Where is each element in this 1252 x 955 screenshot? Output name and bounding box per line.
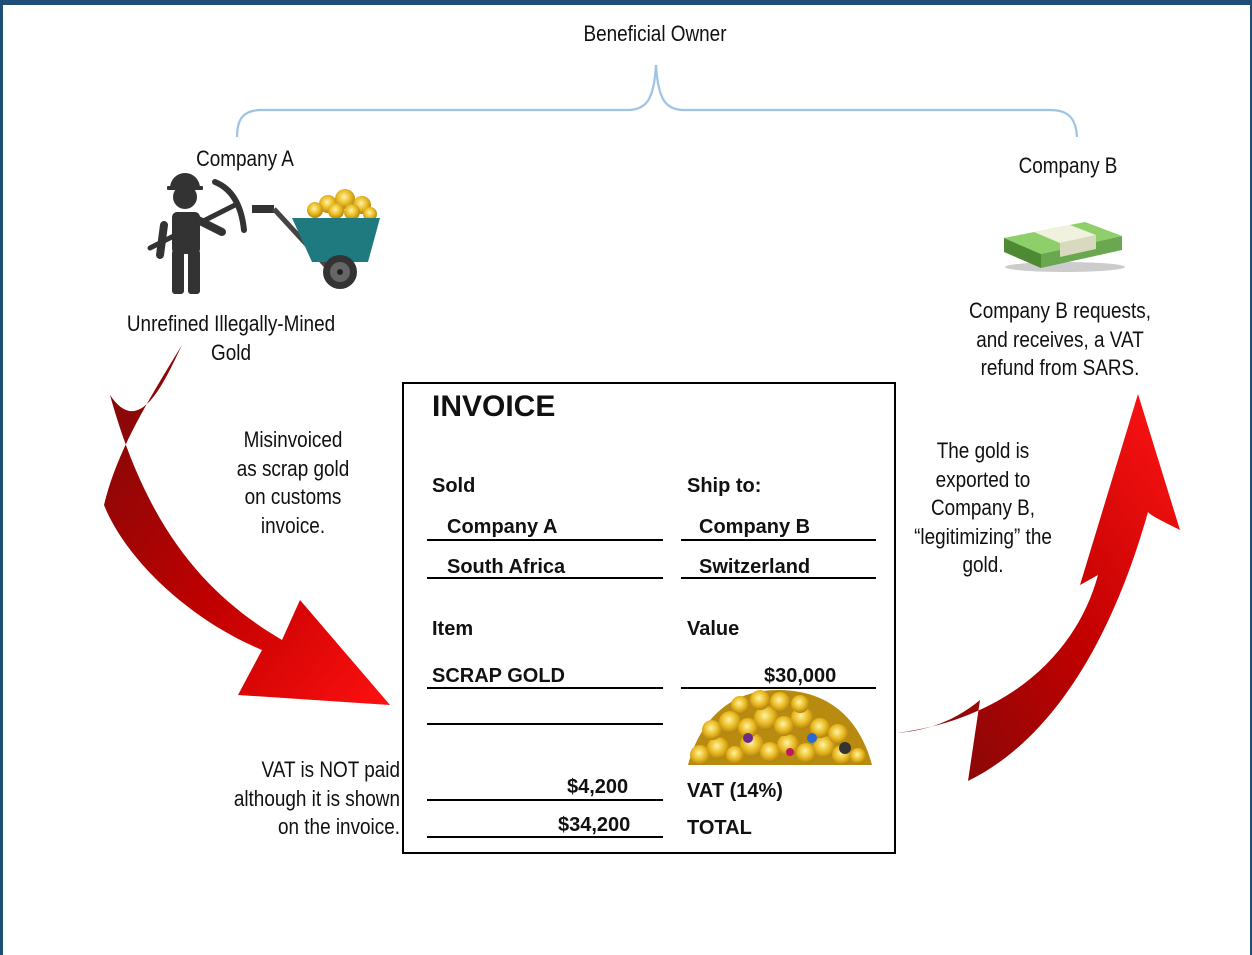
vat-refund-label: Company B requests, and receives, a VAT … — [969, 298, 1151, 381]
company-b-label: Company B — [1018, 153, 1118, 178]
miner-icon — [147, 173, 247, 294]
cash-stack-icon — [1004, 222, 1125, 272]
invoice-title: INVOICE — [432, 390, 556, 423]
misinvoiced-label: Misinvoiced as scrap gold on customs inv… — [236, 427, 350, 538]
export-arrow — [897, 394, 1180, 781]
amount-value: $30,000 — [764, 665, 837, 687]
vat-label: VAT (14%) — [687, 780, 783, 802]
gold-pile-icon — [688, 690, 872, 765]
total-amount: $34,200 — [558, 814, 631, 836]
beneficial-owner-label: Beneficial Owner — [583, 21, 727, 46]
exported-label: The gold is exported to Company B, “legi… — [914, 438, 1052, 578]
sold-company: Company A — [447, 516, 558, 538]
misinvoice-arrow — [104, 345, 390, 705]
sold-country: South Africa — [447, 556, 566, 578]
ship-country: Switzerland — [699, 556, 811, 578]
ownership-bracket — [235, 64, 1079, 138]
ship-to-label: Ship to: — [687, 475, 762, 497]
invoice-box — [402, 382, 896, 854]
invoice-lines — [427, 539, 876, 838]
ship-company: Company B — [699, 516, 811, 538]
wheelbarrow-icon — [252, 189, 380, 289]
item-label: Item — [432, 618, 474, 640]
vat-not-paid-label: VAT is NOT paid although it is shown on … — [233, 757, 400, 840]
vat-amount: $4,200 — [567, 776, 629, 798]
sold-label: Sold — [432, 475, 476, 497]
item-value: SCRAP GOLD — [432, 665, 565, 687]
total-label: TOTAL — [687, 817, 752, 839]
value-label: Value — [687, 618, 740, 640]
company-a-label: Company A — [196, 146, 294, 171]
unrefined-gold-label: Unrefined Illegally-Mined Gold — [126, 311, 336, 365]
